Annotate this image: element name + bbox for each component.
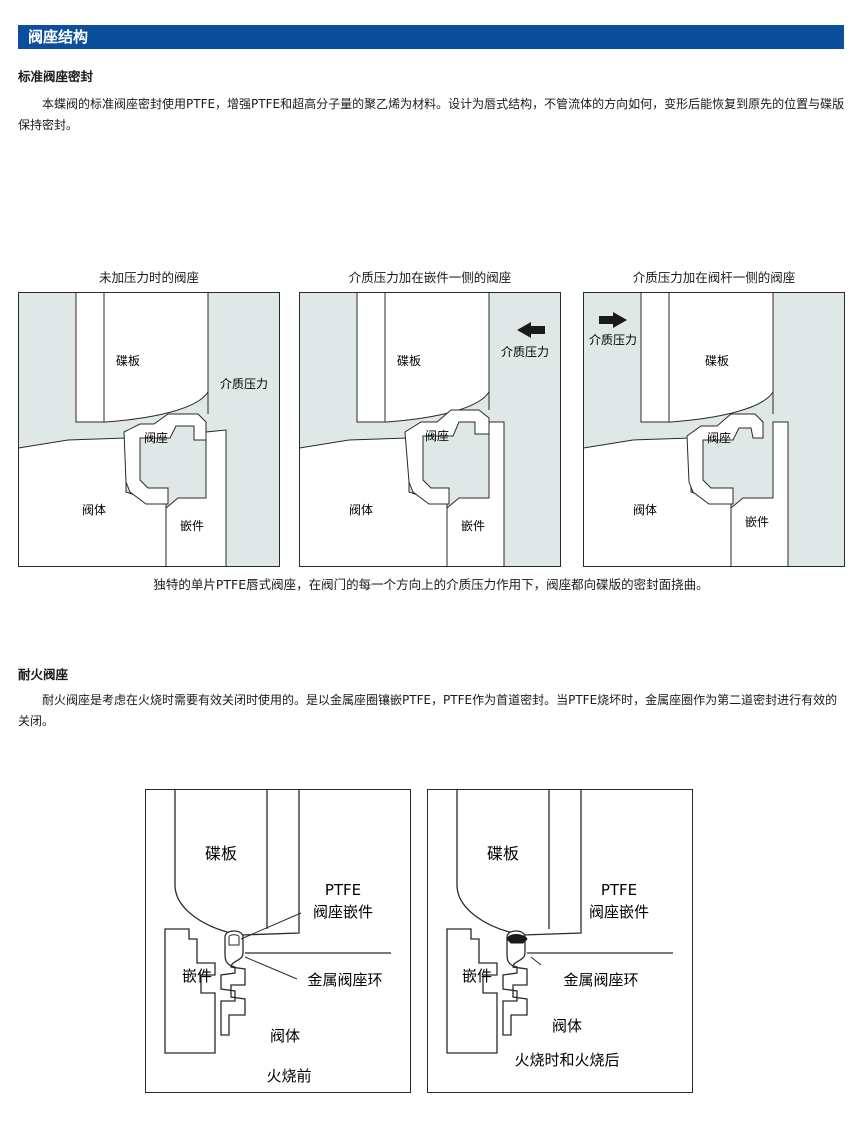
arrow-right-icon xyxy=(599,312,627,328)
metal-ring-shape xyxy=(502,930,528,1036)
standard-seat-paragraph: 本蝶阀的标准阀座密封使用PTFE，增强PTFE和超高分子量的聚乙烯为材料。设计为… xyxy=(18,97,845,132)
body-label: 阀体 xyxy=(270,1027,300,1045)
ptfe-label: PTFE xyxy=(601,881,637,899)
disc-label: 碟板 xyxy=(205,844,237,863)
diagram3-caption: 介质压力加在阀杆一侧的阀座 xyxy=(632,270,796,285)
pressure-label: 介质压力 xyxy=(589,333,637,347)
insert-label: 嵌件 xyxy=(745,515,769,529)
standard-seat-heading: 标准阀座密封 xyxy=(18,69,94,84)
diagram-before-fire: 碟板 PTFE 阀座嵌件 嵌件 金属阀座环 阀体 火烧前 xyxy=(145,789,411,1093)
disc-label: 碟板 xyxy=(487,844,519,863)
seat-shape xyxy=(404,409,490,505)
seat-label: 阀座 xyxy=(144,430,168,445)
fire-seat-paragraph: 耐火阀座是考虑在火烧时需要有效关闭时使用的。是以金属座圈镶嵌PTFE，PTFE作… xyxy=(18,693,838,728)
figure-caption: 独特的单片PTFE唇式阀座，在阀门的每一个方向上的介质压力作用下，阀座都向碟版的… xyxy=(153,577,709,592)
insert-shape xyxy=(730,421,789,567)
page-title: 阀座结构 xyxy=(28,28,89,46)
insert-shape xyxy=(165,429,227,567)
seat-insert-label: 阀座嵌件 xyxy=(313,903,373,921)
diagram-no-pressure: 碟板 介质压力 阀座 阀体 嵌件 xyxy=(18,292,280,567)
insert-label: 嵌件 xyxy=(180,519,204,533)
frame xyxy=(145,789,411,1093)
disc-plate-shape xyxy=(75,292,209,423)
insert-shape xyxy=(446,421,505,567)
insert-shape xyxy=(164,928,216,1054)
insert-label: 嵌件 xyxy=(461,519,485,533)
diagram-pressure-insert-side: 碟板 介质压力 阀座 阀体 嵌件 xyxy=(299,292,561,567)
metal-ring-shape xyxy=(220,930,246,1036)
before-fire-caption: 火烧前 xyxy=(266,1067,311,1085)
pressure-label: 介质压力 xyxy=(501,345,549,359)
diagram-pressure-stem-side: 介质压力 碟板 阀座 阀体 嵌件 xyxy=(583,292,845,567)
body-label: 阀体 xyxy=(633,503,657,517)
fire-seat-heading: 耐火阀座 xyxy=(18,667,69,682)
section-title-bar: 阀座结构 xyxy=(18,25,844,49)
body-label: 阀体 xyxy=(82,503,106,517)
seat-shape xyxy=(123,413,207,505)
body-label: 阀体 xyxy=(552,1017,582,1035)
metal-ring-label: 金属阀座环 xyxy=(563,971,638,989)
body-label: 阀体 xyxy=(349,503,373,517)
diagram1-caption: 未加压力时的阀座 xyxy=(98,270,199,285)
burnt-ptfe-shape xyxy=(506,934,528,944)
ptfe-label: PTFE xyxy=(325,881,361,899)
metal-ring-label: 金属阀座环 xyxy=(307,971,382,989)
disc-label: 碟板 xyxy=(705,354,729,368)
ptfe-insert-shape xyxy=(228,934,240,946)
seat-shape xyxy=(686,413,764,505)
diagram-after-fire: 碟板 PTFE 阀座嵌件 嵌件 金属阀座环 阀体 火烧时和火烧后 xyxy=(427,789,693,1093)
insert-label: 嵌件 xyxy=(182,967,212,985)
arrow-left-icon xyxy=(517,322,545,338)
pressure-label: 介质压力 xyxy=(220,377,268,391)
diagram2-caption: 介质压力加在嵌件一侧的阀座 xyxy=(348,270,512,285)
seat-label: 阀座 xyxy=(425,428,449,443)
insert-label: 嵌件 xyxy=(462,967,492,985)
seat-insert-label: 阀座嵌件 xyxy=(589,903,649,921)
frame xyxy=(427,789,693,1093)
disc-label: 碟板 xyxy=(397,354,421,368)
seat-label: 阀座 xyxy=(707,430,731,445)
insert-shape xyxy=(446,928,498,1054)
after-fire-caption: 火烧时和火烧后 xyxy=(514,1051,619,1069)
disc-label: 碟板 xyxy=(116,354,140,368)
disc-plate-shape xyxy=(356,292,490,423)
